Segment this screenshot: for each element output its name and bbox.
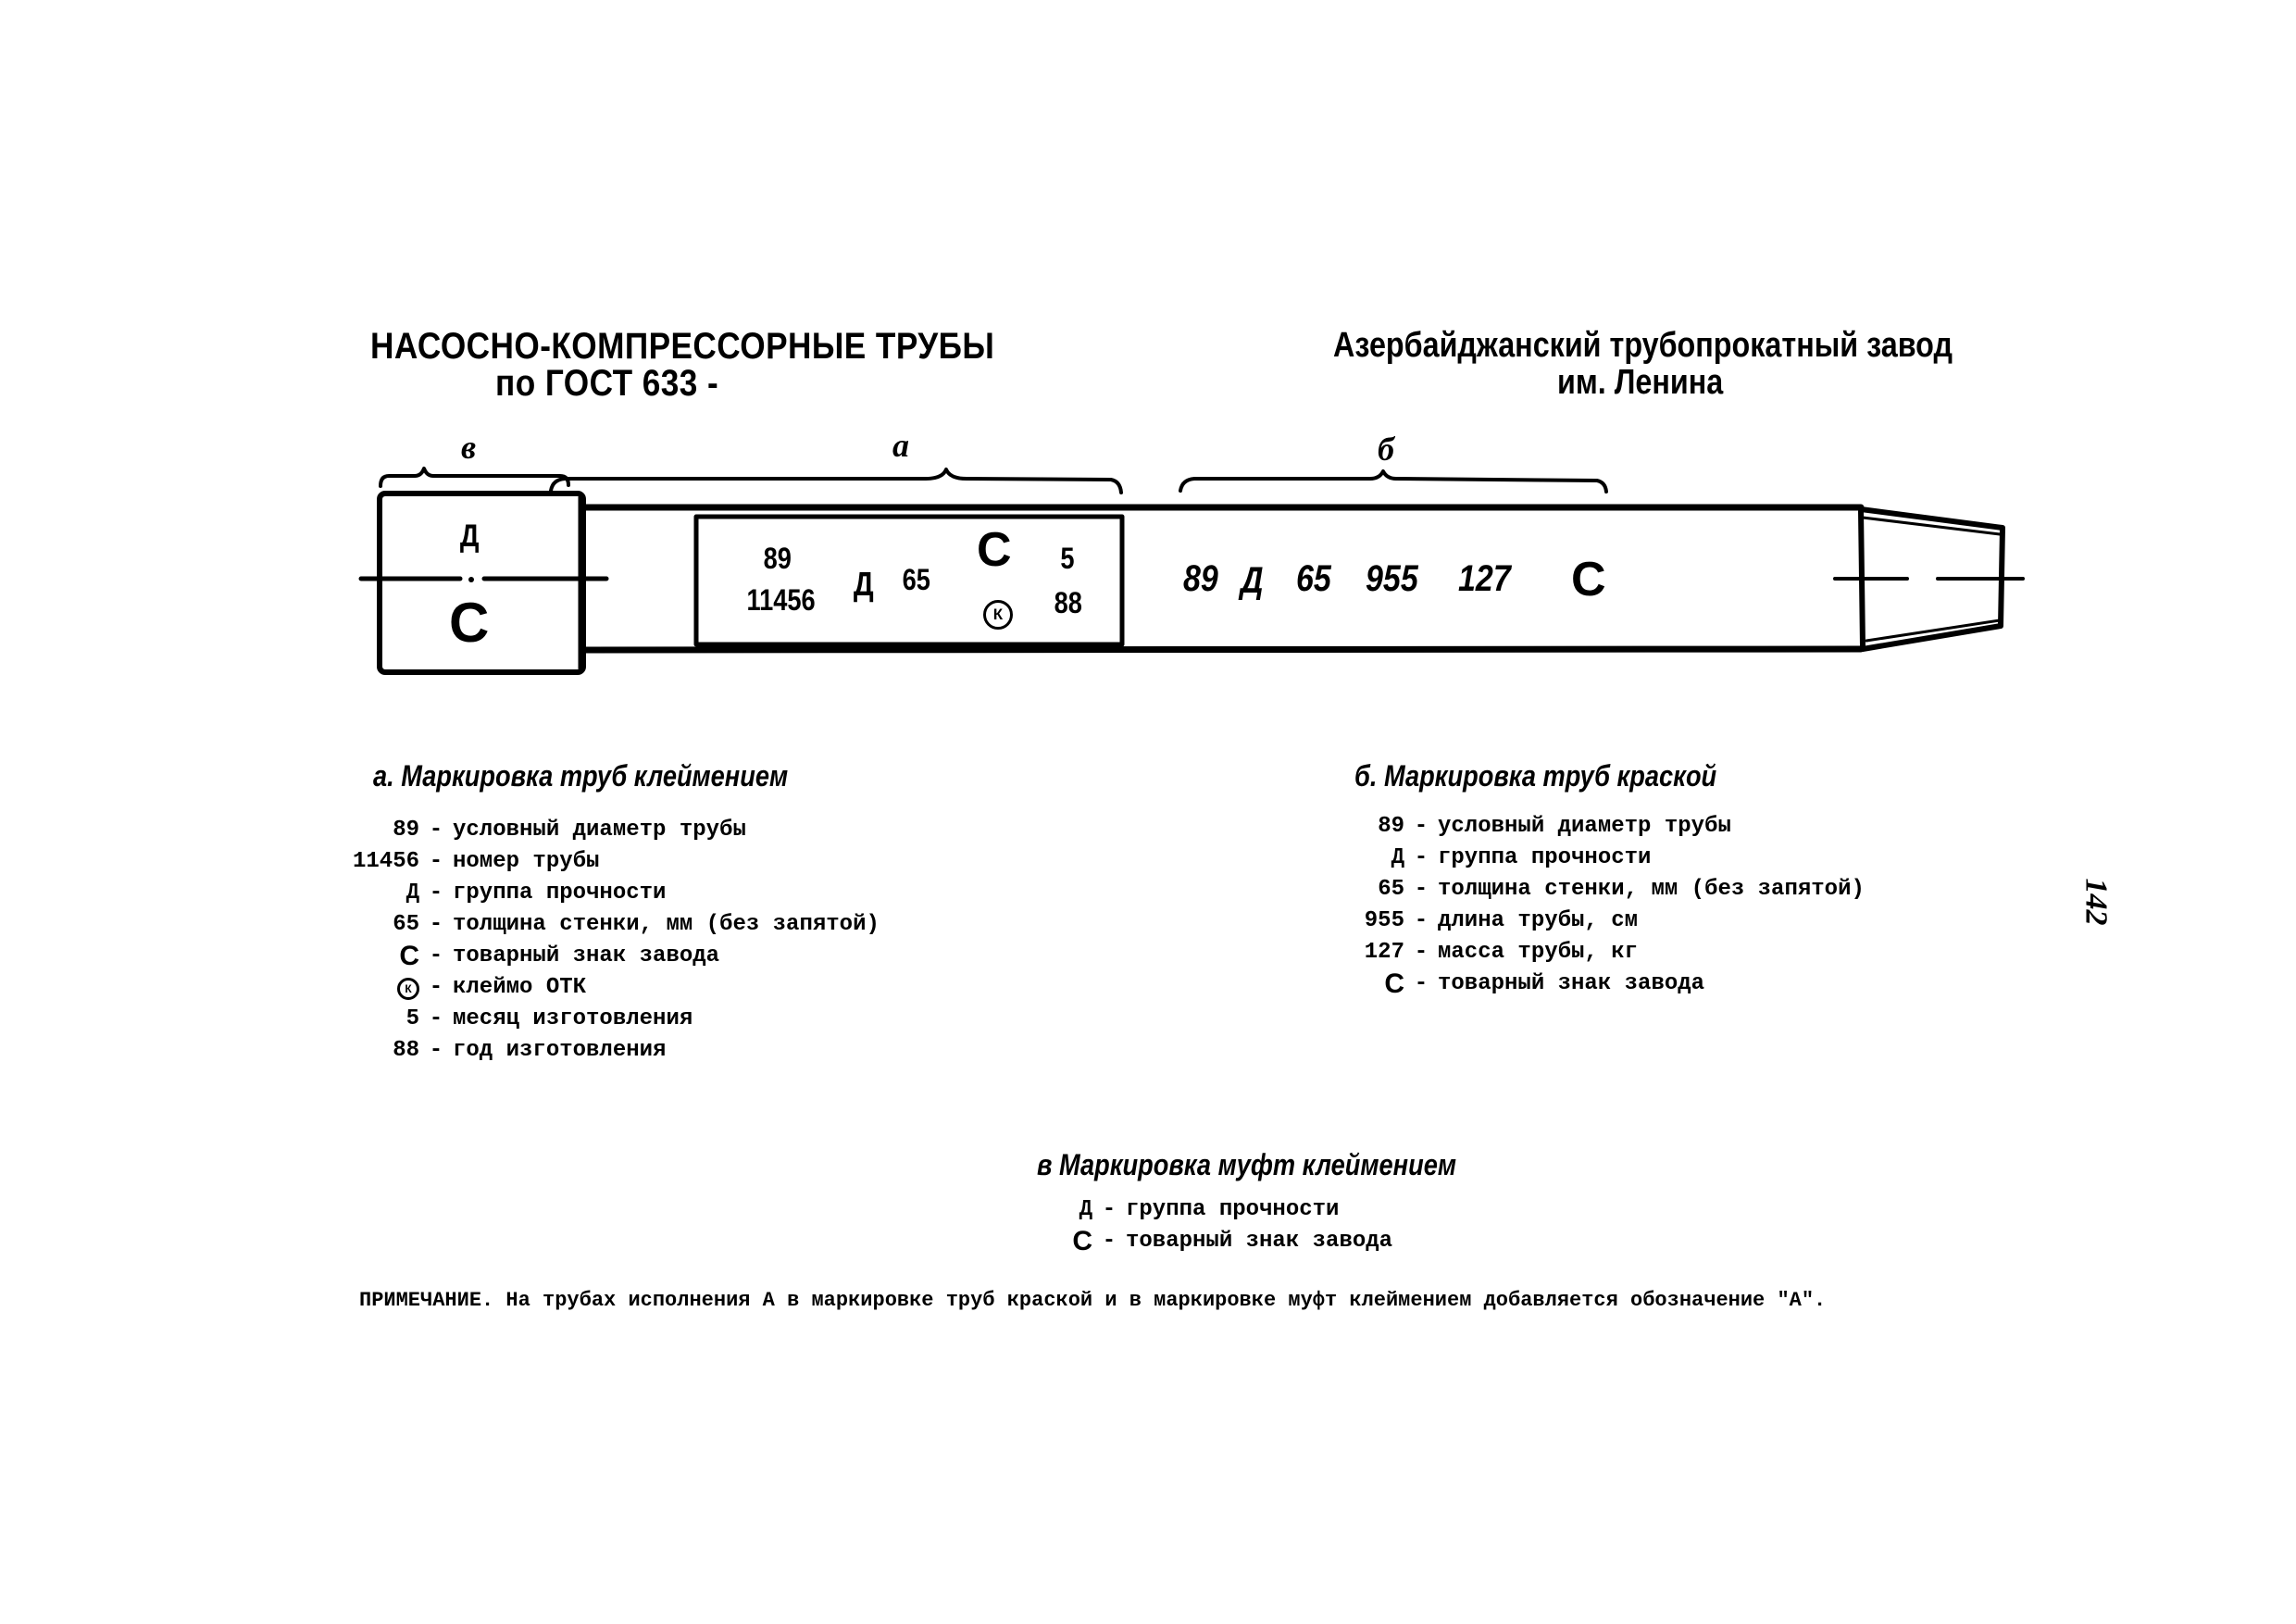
right-title-line2: им. Ленина xyxy=(1557,363,1724,402)
trademark-c-icon: C xyxy=(1072,1226,1092,1256)
legend-b-item: 65-толщина стенки, мм (без запятой) xyxy=(1378,877,1865,902)
legend-b-item: 89-условный диаметр трубы xyxy=(1378,814,1731,839)
brace-paint xyxy=(1179,469,1608,493)
legend-c-letter: в xyxy=(1037,1148,1053,1181)
stamp-pipe-number: 11456 xyxy=(746,583,816,617)
legend-c-item: C-товарный знак завода xyxy=(1065,1226,1392,1257)
stamp-strength-group: Д xyxy=(853,565,874,603)
legend-b-heading: б. Маркировка труб краской xyxy=(1354,759,1716,793)
right-title-line1: Азербайджанский трубопрокатный завод xyxy=(1333,326,1953,365)
legend-a-item: Д-группа прочности xyxy=(406,881,667,906)
right-title: Азербайджанский трубопрокатный завод xyxy=(1333,326,2062,365)
legend-b-letter: б. xyxy=(1354,759,1378,793)
trademark-c-icon: C xyxy=(399,941,419,971)
legend-b-item: 127-масса трубы, кг xyxy=(1364,940,1639,965)
legend-c-list: Д-группа прочности C-товарный знак завод… xyxy=(1065,1194,1392,1257)
stamp-trademark-icon: C xyxy=(977,523,1012,577)
legend-a-item: К-клеймо ОТК xyxy=(347,972,880,1004)
legend-a-heading: а. Маркировка труб клеймением xyxy=(373,759,788,793)
stamp-diameter: 89 xyxy=(763,542,792,575)
legend-a-item: C-товарный знак завода xyxy=(347,941,880,972)
footnote: ПРИМЕЧАНИЕ. На трубах исполнения А в мар… xyxy=(359,1289,1827,1312)
legend-a-item: 65-толщина стенки, мм (без запятой) xyxy=(393,912,880,937)
legend-b-title: Маркировка труб краской xyxy=(1383,759,1717,793)
stamp-wall-thickness: 65 xyxy=(902,563,930,596)
legend-a-letter: а. xyxy=(373,759,394,793)
left-title-line2: по ГОСТ 633 - xyxy=(495,363,719,404)
pipe-bottom-edge xyxy=(580,645,1865,654)
brace-label-stamp: а xyxy=(892,427,909,464)
page-number: 142 xyxy=(2078,878,2114,926)
legend-a-item: 11456-номер трубы xyxy=(352,849,600,874)
brace-label-paint: б xyxy=(1378,431,1394,468)
trademark-c-icon: C xyxy=(1384,968,1404,999)
brace-stamp xyxy=(549,468,1123,494)
stamp-otk-icon: К xyxy=(983,600,1013,630)
legend-a-list: 89-условный диаметр трубы 11456-номер тр… xyxy=(347,815,880,1067)
paint-trademark-icon: C xyxy=(1571,553,1606,606)
left-title-line1: НАСОСНО-КОМПРЕССОРНЫЕ ТРУБЫ xyxy=(370,326,995,367)
coupling-strength-group: Д xyxy=(459,518,480,554)
brace-label-coupling: в xyxy=(461,429,477,466)
legend-a-title: Маркировка труб клеймением xyxy=(401,759,789,793)
legend-a-item: 89-условный диаметр трубы xyxy=(393,818,746,843)
coupling-trademark-icon: C xyxy=(449,592,490,654)
paint-mass: 127 xyxy=(1458,558,1511,599)
paint-strength-group: Д xyxy=(1241,560,1264,601)
legend-a-item: 88-год изготовления xyxy=(393,1038,667,1063)
legend-b-item: C-товарный знак завода xyxy=(1356,968,1865,1000)
paint-diameter: 89 xyxy=(1183,558,1218,599)
stamp-year: 88 xyxy=(1054,586,1082,619)
legend-b-item: Д-группа прочности xyxy=(1391,845,1652,870)
legend-c-title: Маркировка муфт клеймением xyxy=(1058,1148,1456,1181)
legend-a-item: 5-месяц изготовления xyxy=(406,1006,693,1031)
left-title-sub: по ГОСТ 633 - xyxy=(495,363,749,404)
legend-b-list: 89-условный диаметр трубы Д-группа прочн… xyxy=(1356,811,1865,1000)
legend-c-heading: в Маркировка муфт клеймением xyxy=(1037,1148,1456,1182)
legend-b-item: 955-длина трубы, см xyxy=(1364,908,1639,933)
stamp-box xyxy=(693,514,1125,647)
legend-c-item: Д-группа прочности xyxy=(1079,1197,1340,1222)
coupling-outline xyxy=(377,491,586,675)
paint-length: 955 xyxy=(1366,558,1418,599)
right-title-sub: им. Ленина xyxy=(1557,363,1753,402)
left-title: НАСОСНО-КОМПРЕССОРНЫЕ ТРУБЫ xyxy=(370,326,1018,367)
brace-coupling xyxy=(379,467,570,488)
stamp-month: 5 xyxy=(1060,542,1075,575)
otk-stamp-icon: К xyxy=(397,978,419,1000)
paint-wall-thickness: 65 xyxy=(1296,558,1331,599)
